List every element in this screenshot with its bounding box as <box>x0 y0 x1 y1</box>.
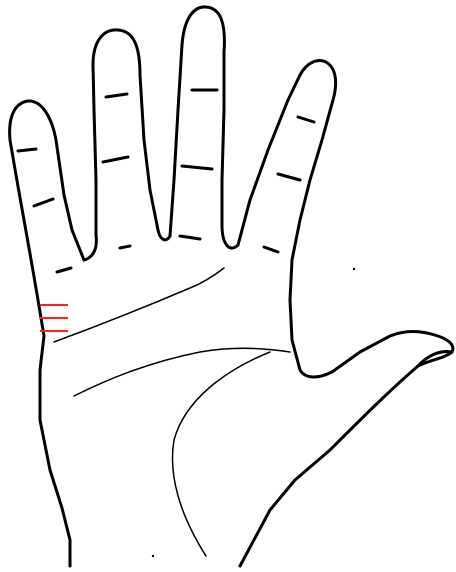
thumb-outline <box>240 260 453 566</box>
heart-line <box>54 268 224 342</box>
little-finger-crease-base <box>57 268 71 272</box>
middle-finger-crease-base <box>180 236 200 239</box>
palm-left-edge <box>40 336 70 566</box>
stray-dot <box>353 268 355 270</box>
palm-lines <box>54 268 290 556</box>
hand-outline <box>10 7 453 566</box>
middle-finger-crease-middle <box>182 166 212 169</box>
middle-finger-outline <box>170 7 238 248</box>
life-line <box>172 352 270 556</box>
stray-dots <box>152 268 355 557</box>
index-finger-crease-base <box>264 247 278 252</box>
stray-dot <box>152 555 154 557</box>
index-finger-crease-middle <box>278 174 300 180</box>
little-finger-outline <box>10 101 84 336</box>
index-finger-crease-top <box>298 117 314 122</box>
ring-finger-crease-base <box>120 246 130 248</box>
head-line <box>74 348 290 396</box>
ring-finger-crease-top <box>106 94 127 97</box>
red-markers <box>40 305 68 331</box>
ring-finger-crease-middle <box>103 157 128 162</box>
little-finger-crease-middle <box>34 199 53 206</box>
index-finger-outline <box>238 61 336 260</box>
little-finger-crease-top <box>18 149 36 151</box>
ring-finger-outline <box>84 30 170 260</box>
